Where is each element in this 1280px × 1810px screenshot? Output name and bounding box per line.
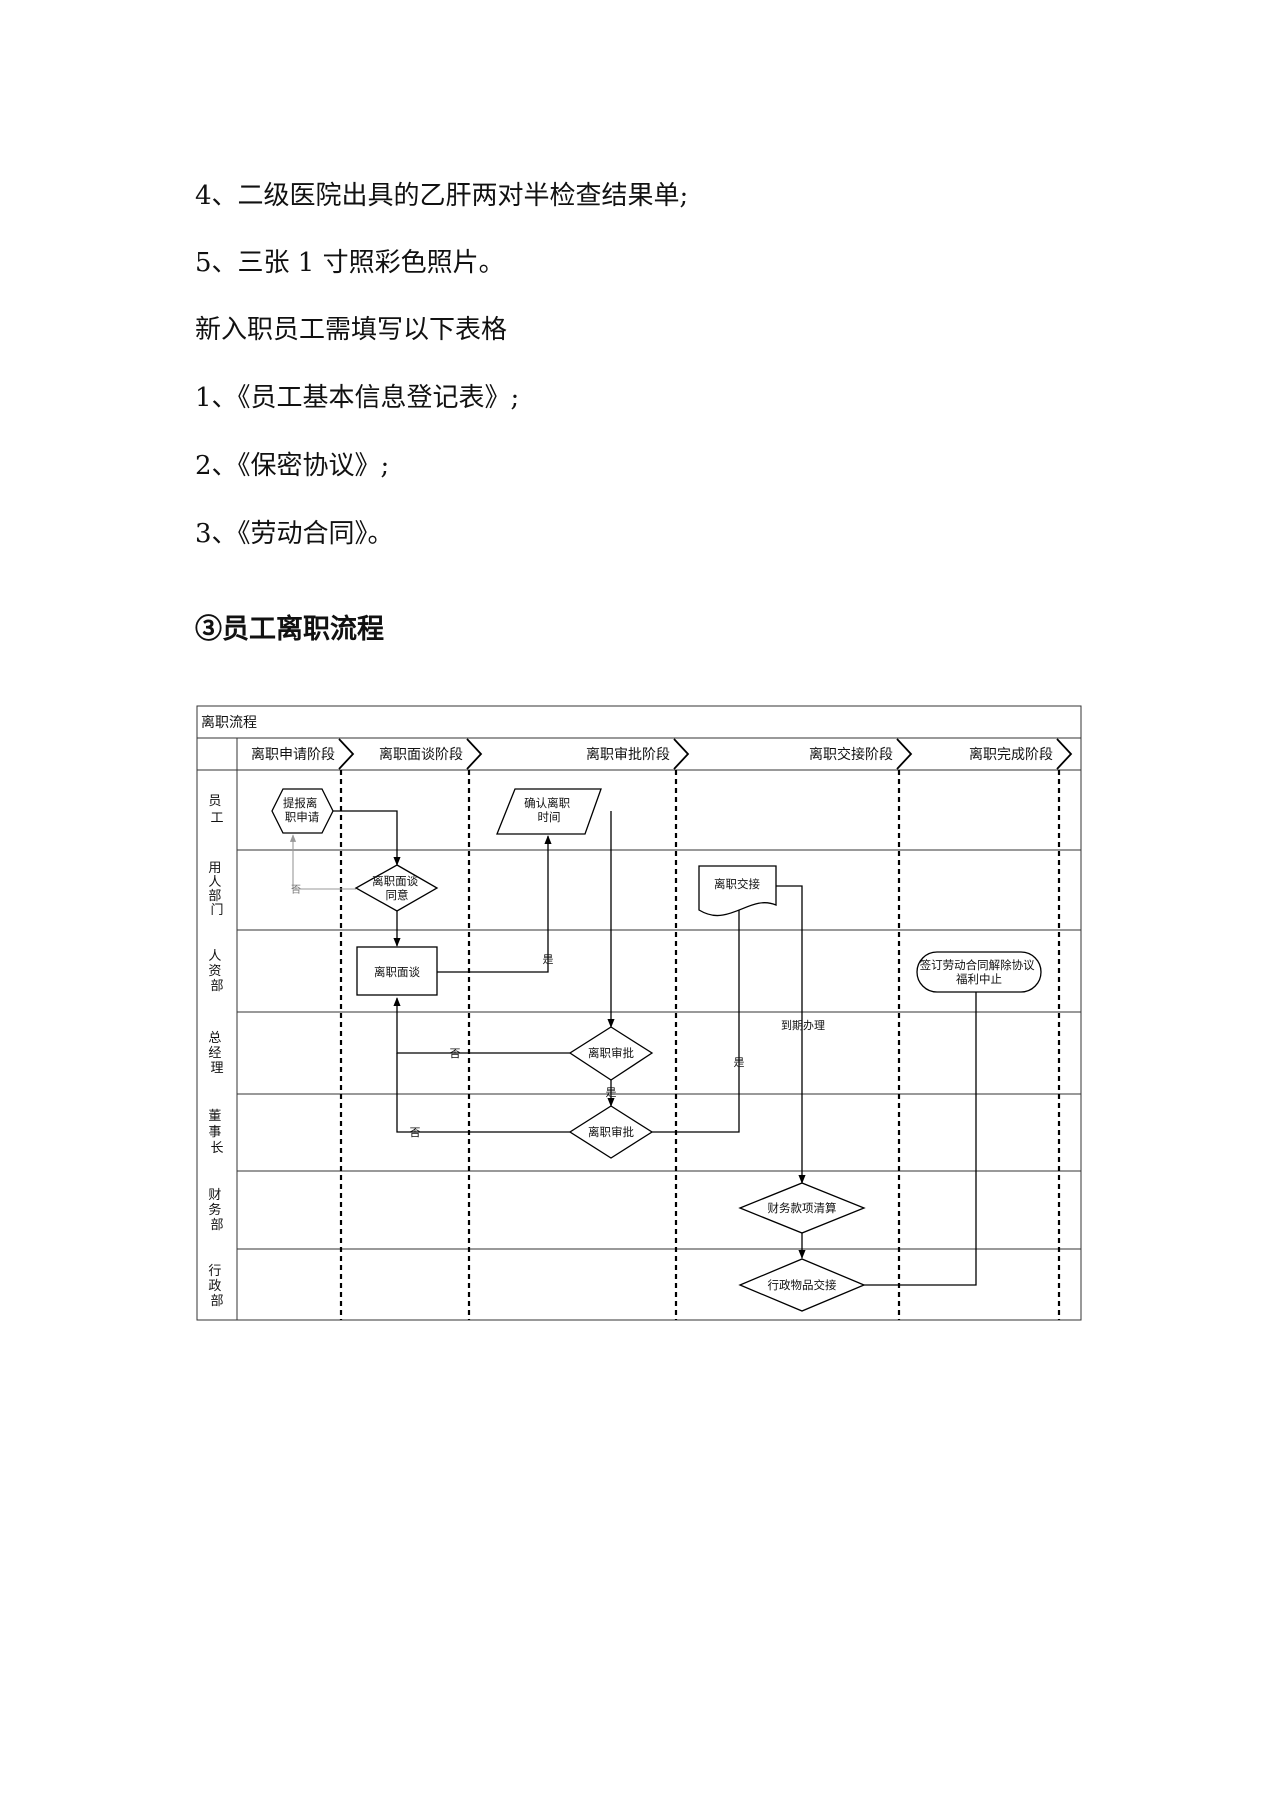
lane-labels: 员 工 用 人 部 门 人 资 部 总 经 理 董 事 长 财 务 部 <box>208 794 225 1309</box>
node-apply-hexagon <box>271 788 334 834</box>
flow-nodes <box>271 788 1042 1312</box>
edge-label-hr-yes: 是 <box>543 953 554 966</box>
node-sign-terminator <box>916 951 1042 993</box>
phase-chevrons <box>338 738 1073 770</box>
lane-admin: 行 政 部 <box>208 1264 225 1309</box>
edge-chair-yes <box>652 891 743 1133</box>
flowchart-frame <box>196 705 1082 1321</box>
doc-line-4: 1、《员工基本信息登记表》; <box>195 383 520 413</box>
node-admin-label: 行政物品交接 <box>768 1278 837 1292</box>
node-confirm-label: 确认离职 时间 <box>524 796 574 824</box>
doc-line-5: 2、《保密协议》; <box>195 451 390 481</box>
lane-gm: 总 经 理 <box>208 1031 225 1076</box>
edge-interview-no <box>289 834 356 890</box>
doc-line-3: 新入职员工需填写以下表格 <box>195 315 508 345</box>
lane-chairman: 董 事 长 <box>208 1109 225 1156</box>
edge-label-interview-no: 否 <box>291 884 301 896</box>
node-sign-label: 签订劳动合同解除协议 福利中止 <box>920 958 1039 986</box>
lane-finance: 财 务 部 <box>208 1188 225 1233</box>
edge-gm-no <box>393 997 570 1054</box>
node-apply-label: 提报离 职申请 <box>283 796 321 824</box>
phase-dividers <box>339 770 1061 1320</box>
phase-label-complete: 离职完成阶段 <box>969 746 1053 763</box>
edge-label-chair-no: 否 <box>410 1126 421 1139</box>
node-chair-diamond <box>568 1105 654 1159</box>
phase-label-interview: 离职面谈阶段 <box>379 746 463 763</box>
lane-hr: 人 资 部 <box>208 949 225 994</box>
edge-hr-to-confirm <box>437 835 552 973</box>
edge-label-due: 到期办理 <box>781 1019 825 1032</box>
node-finance-diamond <box>738 1182 866 1234</box>
phase-label-apply: 离职申请阶段 <box>251 746 335 763</box>
edge-handover-to-finance <box>776 885 806 1184</box>
section-heading: ③员工离职流程 <box>195 614 384 645</box>
node-gm-diamond <box>568 1026 654 1081</box>
node-admin-diamond <box>738 1258 866 1312</box>
node-handover-document <box>698 865 777 917</box>
phase-label-approval: 离职审批阶段 <box>586 746 670 763</box>
phase-label-handover: 离职交接阶段 <box>809 746 893 763</box>
flow-connectors <box>333 810 980 1286</box>
doc-line-6: 3、《劳动合同》。 <box>195 519 394 549</box>
node-chair-label: 离职审批 <box>588 1125 634 1139</box>
lane-hiring-dept: 用 人 部 门 <box>208 861 225 918</box>
edge-admin-to-sign <box>864 967 980 1286</box>
node-interview-diamond <box>354 864 439 912</box>
node-interview-label: 离职面谈 同意 <box>372 874 422 902</box>
node-confirm-parallelogram <box>496 788 602 835</box>
edge-chair-no <box>396 1053 570 1133</box>
node-hr-interview-label: 离职面谈 <box>374 965 420 979</box>
edge-apply-to-interview <box>333 810 401 866</box>
node-hr-interview-rect <box>356 946 438 996</box>
node-finance-label: 财务款项清算 <box>768 1201 837 1215</box>
doc-line-1: 4、二级医院出具的乙肝两对半检查结果单; <box>195 181 689 211</box>
node-gm-label: 离职审批 <box>588 1046 634 1060</box>
doc-line-2: 5、三张 1 寸照彩色照片。 <box>195 248 505 278</box>
flowchart-title: 离职流程 <box>201 714 257 731</box>
edge-label-chair-yes: 是 <box>734 1056 745 1069</box>
node-handover-label: 离职交接 <box>714 877 760 891</box>
edge-label-gm-yes: 是 <box>606 1086 617 1099</box>
lane-employee: 员 工 <box>208 794 225 826</box>
edge-label-gm-no: 否 <box>450 1047 461 1060</box>
